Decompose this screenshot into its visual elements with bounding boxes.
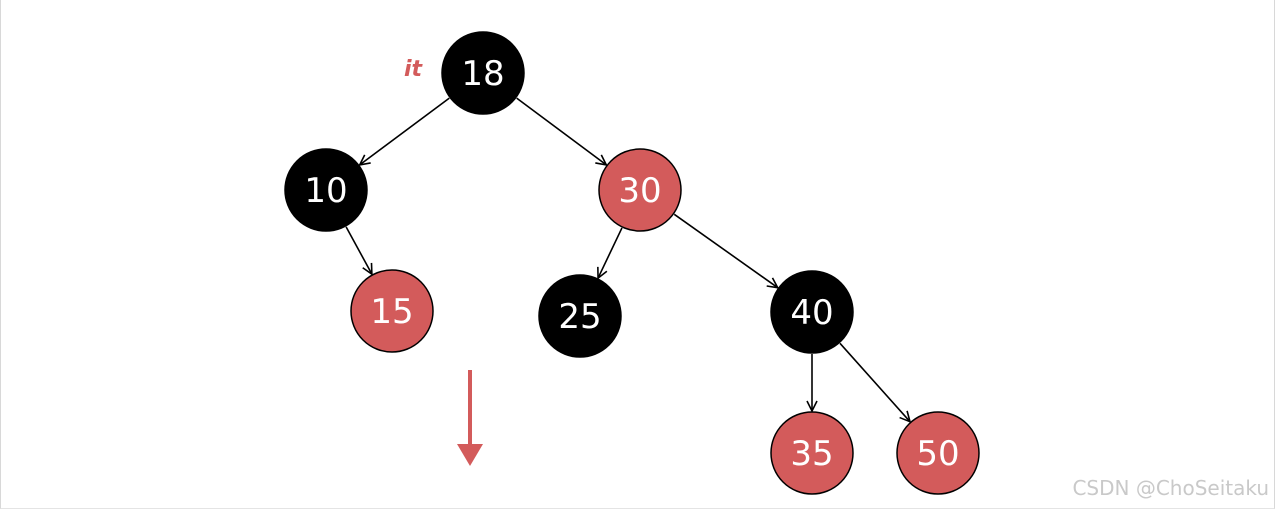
edge-10-15 [345,226,372,274]
node-circle-50 [896,411,980,495]
node-circle-10 [284,148,368,232]
watermark: CSDN @ChoSeitaku [1072,476,1269,500]
node-label-35: 35 [790,434,833,474]
tree-node-25: 25 [538,274,622,358]
edge-18-30 [516,97,607,165]
tree-node-10: 10 [284,148,368,232]
iterator-label: it [404,57,424,82]
edge-30-40 [673,213,777,287]
node-circle-15 [350,269,434,353]
node-label-10: 10 [304,171,347,211]
tree-node-40: 40 [770,270,854,354]
nodes: 18 10 30 15 25 40 35 50 [284,31,980,495]
edges [345,97,910,422]
down-arrow-icon [457,370,483,466]
node-circle-25 [538,274,622,358]
node-label-25: 25 [558,297,601,337]
node-label-50: 50 [916,434,959,474]
node-label-15: 15 [370,292,413,332]
node-circle-40 [770,270,854,354]
tree-node-35: 35 [770,411,854,495]
node-circle-35 [770,411,854,495]
tree-node-18: 18 [441,31,525,115]
tree-node-30: 30 [598,148,682,232]
edge-40-50 [839,342,910,421]
node-circle-18 [441,31,525,115]
node-label-40: 40 [790,293,833,333]
edge-30-25 [598,227,623,278]
edge-18-10 [360,97,450,165]
node-circle-30 [598,148,682,232]
tree-node-50: 50 [896,411,980,495]
node-label-18: 18 [461,54,504,94]
tree-node-15: 15 [350,269,434,353]
node-label-30: 30 [618,171,661,211]
